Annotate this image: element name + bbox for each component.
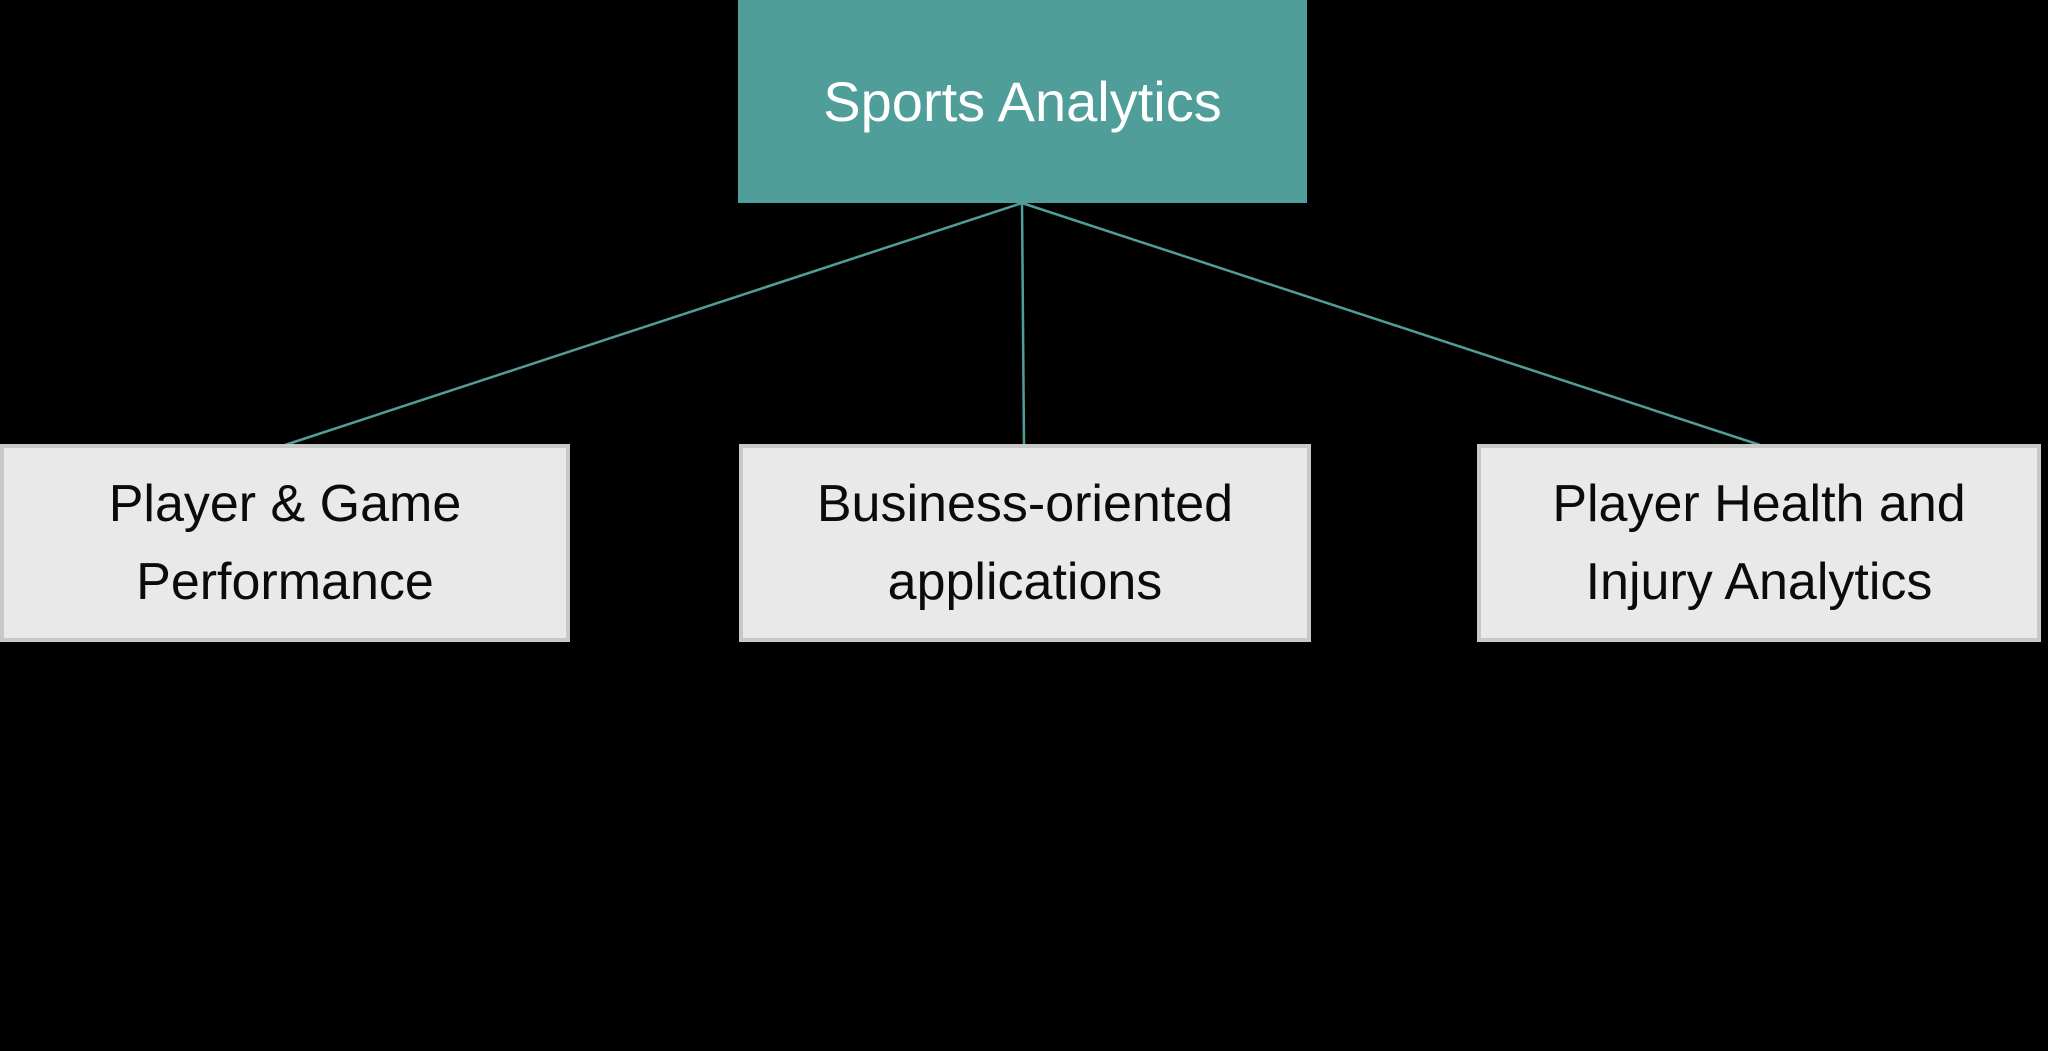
connector-root-to-left — [284, 201, 1023, 447]
child-node-player-game-performance: Player & Game Performance — [0, 444, 570, 642]
child-node-label: Business-oriented applications — [816, 475, 1234, 611]
child-node-label: Player & Game Performance — [108, 475, 462, 611]
root-node-label: Sports Analytics — [823, 69, 1222, 133]
child-node-label: Player Health and Injury Analytics — [1552, 475, 1966, 611]
connector-root-to-right — [1021, 201, 1761, 447]
root-node-sports-analytics: Sports Analytics — [738, 0, 1307, 203]
child-node-business-oriented-applications: Business-oriented applications — [739, 444, 1311, 642]
child-node-player-health-injury-analytics: Player Health and Injury Analytics — [1477, 444, 2041, 642]
connector-root-to-middle — [1020, 202, 1026, 446]
